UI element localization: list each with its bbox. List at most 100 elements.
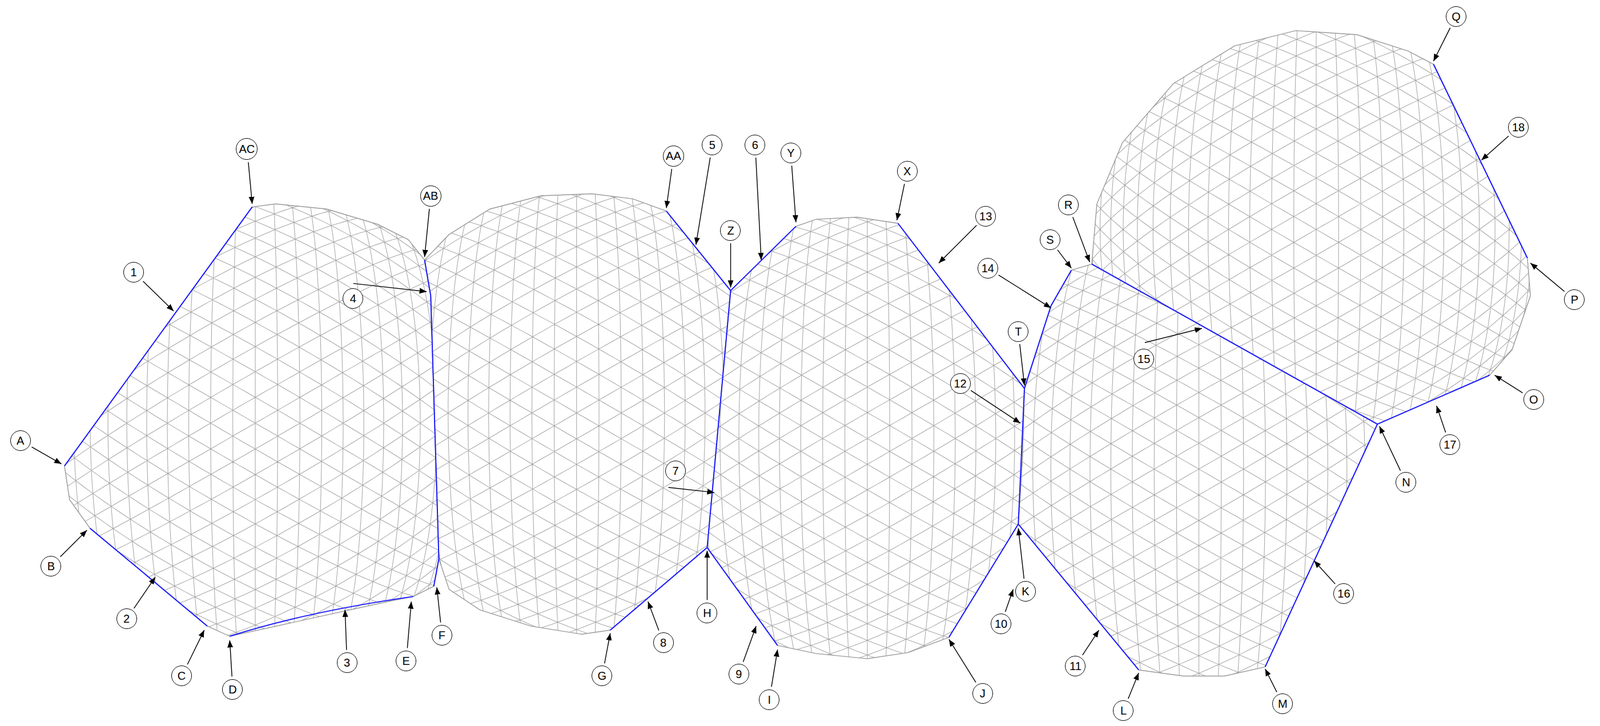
callout-text: 13 — [979, 210, 992, 223]
callout-text: L — [1120, 705, 1127, 717]
callout-label: 18 — [1508, 117, 1529, 138]
leader-arrow — [949, 639, 976, 683]
leader-arrow — [1004, 589, 1013, 613]
callout-label: F — [431, 625, 453, 646]
callout-label: P — [1564, 289, 1585, 311]
shell-outline — [1018, 264, 1378, 677]
callout-text: E — [402, 655, 410, 667]
leader-arrow — [696, 157, 711, 245]
callout-text: 3 — [343, 657, 351, 669]
callout-text: J — [979, 688, 986, 700]
boundary-edge — [949, 524, 1019, 638]
callout-text: 5 — [709, 139, 716, 151]
leader-arrow — [666, 169, 672, 208]
leader-arrow — [248, 162, 253, 204]
boundary-edge — [1265, 424, 1378, 667]
callout-label: Z — [720, 220, 741, 241]
leader-arrow — [1072, 216, 1091, 263]
leader-arrow — [134, 577, 156, 609]
callout-text: AC — [239, 143, 256, 155]
leader-arrow — [1436, 405, 1446, 433]
callout-label: 4 — [342, 288, 364, 309]
callout-text: C — [177, 670, 186, 682]
leader-lines — [31, 27, 1565, 700]
callout-text: Z — [726, 224, 734, 237]
callout-label: K — [1015, 581, 1036, 602]
callout-text: 8 — [660, 637, 667, 649]
callout-label: 1 — [123, 262, 144, 283]
callout-text: 11 — [1069, 660, 1082, 673]
leader-arrow — [648, 601, 659, 631]
callout-label: 12 — [950, 373, 971, 395]
leader-arrow — [730, 243, 731, 288]
callout-label: Q — [1445, 6, 1467, 27]
leader-arrow — [1144, 328, 1202, 343]
leader-arrow — [756, 157, 762, 260]
leader-arrow — [897, 183, 905, 221]
leader-arrow — [344, 609, 347, 650]
callout-text: 15 — [1137, 353, 1151, 365]
callout-label: G — [591, 665, 613, 687]
callout-label: 7 — [665, 460, 686, 482]
callout-label: D — [222, 679, 243, 701]
boundary-edge — [1024, 270, 1072, 389]
boundary-edge — [706, 547, 778, 646]
leader-arrow — [1019, 344, 1025, 386]
callout-label: N — [1395, 472, 1417, 493]
shell-outline — [64, 30, 1531, 677]
callout-label: B — [40, 556, 62, 577]
boundary-edge — [1433, 64, 1527, 259]
callout-text: F — [438, 629, 446, 642]
leader-arrow — [1057, 250, 1072, 269]
callout-label: 13 — [975, 206, 996, 227]
boundary-edge — [898, 223, 1025, 389]
leader-arrow — [771, 649, 778, 687]
callout-text: 9 — [735, 668, 742, 681]
callout-text: 14 — [981, 262, 995, 275]
shell-outline — [1091, 30, 1531, 425]
leader-arrow — [1494, 375, 1523, 393]
leader-arrow — [604, 633, 611, 664]
callout-text: O — [1529, 394, 1539, 406]
callout-text: 6 — [752, 139, 759, 151]
callout-text: A — [16, 435, 24, 447]
callout-text: D — [228, 684, 237, 696]
leader-arrow — [1082, 630, 1100, 656]
callout-label: Y — [780, 142, 802, 164]
callout-label: AC — [235, 138, 258, 160]
callout-label: S — [1039, 229, 1061, 251]
leader-arrow — [1433, 27, 1450, 62]
callout-text: 2 — [123, 613, 130, 625]
callout-text: 18 — [1512, 121, 1525, 134]
callout-label: 3 — [336, 652, 358, 674]
boundary-edge — [1091, 264, 1378, 425]
boundary-edge — [1018, 524, 1139, 670]
boundary-edge — [1377, 375, 1490, 425]
boundary-edge — [610, 547, 708, 631]
callout-text: P — [1570, 294, 1579, 306]
callout-text: I — [768, 694, 772, 706]
leader-arrow — [706, 551, 708, 601]
leader-arrow — [742, 626, 757, 663]
callout-text: Y — [786, 147, 795, 159]
callout-label: 16 — [1333, 583, 1354, 605]
leader-arrow — [1265, 669, 1277, 693]
callout-text: G — [597, 670, 607, 682]
callout-label: 10 — [990, 613, 1012, 635]
mesh-lines — [95, 0, 1057, 726]
callout-label: T — [1007, 321, 1029, 343]
callout-text: N — [1401, 476, 1410, 489]
leader-arrow — [792, 165, 797, 223]
boundary-edge — [1018, 388, 1025, 525]
callout-label: H — [696, 602, 718, 624]
leader-arrow — [436, 587, 441, 623]
callout-label: AA — [662, 145, 685, 167]
callout-text: S — [1046, 234, 1054, 246]
leader-arrow — [998, 275, 1052, 309]
callout-label: 17 — [1439, 434, 1461, 456]
callout-label: 14 — [977, 258, 999, 279]
mesh-region — [95, 0, 1057, 726]
callout-text: 10 — [994, 618, 1008, 630]
leader-arrow — [353, 283, 428, 292]
